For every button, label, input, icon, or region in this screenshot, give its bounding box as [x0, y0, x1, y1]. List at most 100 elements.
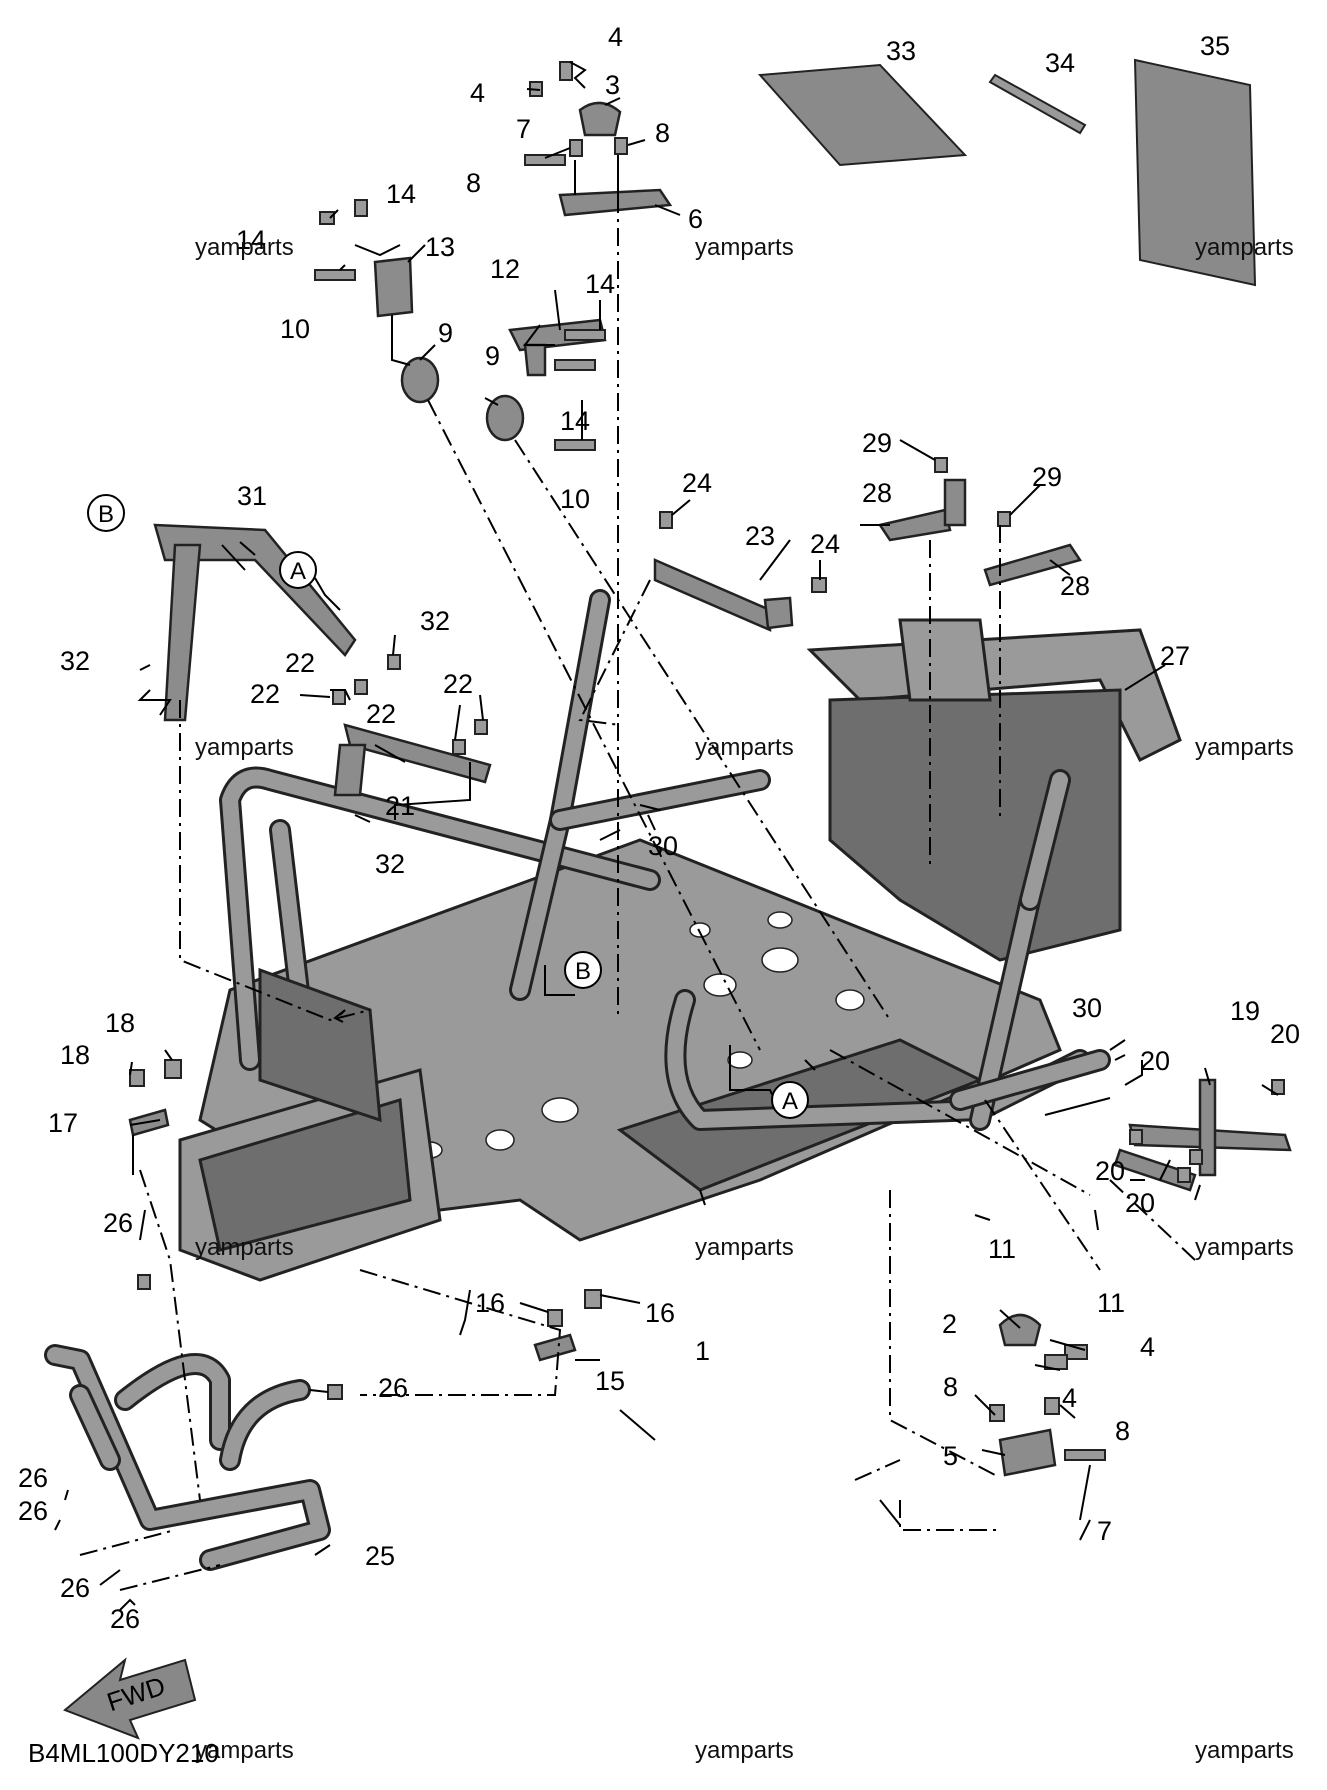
- callout-20: 20: [1125, 1188, 1155, 1218]
- ref-marker-a-frame-label: A: [782, 1088, 798, 1115]
- bracket-28-right: [983, 511, 1082, 587]
- watermark-text: yamparts: [695, 1737, 794, 1764]
- watermark-text: yamparts: [695, 234, 794, 261]
- callout-17: 17: [48, 1108, 78, 1138]
- front-bracket-31: [153, 523, 401, 722]
- callout-30: 30: [1072, 993, 1102, 1023]
- callout-22: 22: [443, 669, 473, 699]
- callout-27: 27: [1160, 641, 1190, 671]
- callout-22: 22: [250, 679, 280, 709]
- watermark-text: yamparts: [1195, 234, 1294, 261]
- bracket-15: [533, 1289, 602, 1362]
- callout-15: 15: [595, 1366, 625, 1396]
- callout-14: 14: [236, 225, 266, 255]
- callout-11: 11: [988, 1234, 1016, 1264]
- bracket-28-left: [877, 457, 967, 542]
- mount-bracket-13: [314, 199, 414, 318]
- watermark-text: yamparts: [695, 734, 794, 761]
- callout-5: 5: [943, 1441, 958, 1471]
- watermark-text: yamparts: [1195, 734, 1294, 761]
- callout-35: 35: [1200, 31, 1230, 61]
- callout-26: 26: [18, 1496, 48, 1526]
- watermark-text: yamparts: [195, 1234, 294, 1261]
- callout-14: 14: [585, 269, 615, 299]
- callout-9: 9: [485, 341, 500, 371]
- callout-14: 14: [386, 179, 416, 209]
- center-lines: [79, 195, 1196, 1591]
- callout-32: 32: [375, 849, 405, 879]
- ref-marker-a-label: A: [290, 558, 306, 585]
- front-guard-25: [44, 1274, 343, 1571]
- callout-7: 7: [516, 114, 531, 144]
- ref-marker-b-top: B: [87, 494, 125, 532]
- callout-24: 24: [682, 468, 712, 498]
- callout-8: 8: [943, 1372, 958, 1402]
- diagram-code: B4ML100DY210: [28, 1738, 219, 1768]
- callout-4: 4: [608, 22, 623, 52]
- rod-34: [988, 73, 1087, 135]
- watermark-text: yamparts: [195, 234, 294, 261]
- callout-20: 20: [1095, 1156, 1125, 1186]
- watermark-text: yamparts: [1195, 1234, 1294, 1261]
- callout-34: 34: [1045, 48, 1075, 78]
- callout-4: 4: [1062, 1383, 1077, 1413]
- callout-2: 2: [942, 1309, 957, 1339]
- ref-marker-b-label: B: [98, 501, 114, 528]
- damper-9-left: [400, 356, 440, 404]
- ref-marker-a-top: A: [279, 551, 317, 589]
- callout-30: 30: [648, 831, 678, 861]
- callout-24: 24: [810, 529, 840, 559]
- callout-20: 20: [1140, 1046, 1170, 1076]
- callout-29: 29: [1032, 462, 1062, 492]
- watermark-text: yamparts: [195, 1737, 294, 1764]
- callout-19: 19: [1230, 996, 1260, 1026]
- callout-26: 26: [18, 1463, 48, 1493]
- callout-29: 29: [862, 428, 892, 458]
- callout-3: 3: [605, 70, 620, 100]
- watermark-text: yamparts: [195, 734, 294, 761]
- callout-28: 28: [862, 478, 892, 508]
- main-frame: [178, 589, 1182, 1282]
- callout-28: 28: [1060, 571, 1090, 601]
- callout-22: 22: [366, 699, 396, 729]
- callout-26: 26: [110, 1604, 140, 1634]
- callout-8: 8: [466, 168, 481, 198]
- callout-32: 32: [60, 646, 90, 676]
- fwd-arrow: FWD: [63, 1657, 197, 1740]
- callout-10: 10: [280, 314, 310, 344]
- damper-9-right: [485, 394, 525, 442]
- callout-13: 13: [425, 232, 455, 262]
- callout-14: 14: [560, 406, 590, 436]
- callout-18: 18: [60, 1040, 90, 1070]
- callout-10: 10: [560, 484, 590, 514]
- callout-1: 1: [695, 1336, 710, 1366]
- callout-26: 26: [60, 1573, 90, 1603]
- engine-mount-rear-assembly: [524, 61, 673, 217]
- callout-25: 25: [365, 1541, 395, 1571]
- callout-23: 23: [745, 521, 775, 551]
- callout-31: 31: [237, 481, 267, 511]
- ref-marker-a-frame: A: [771, 1081, 809, 1119]
- callout-11: 11: [1097, 1288, 1125, 1318]
- bracket-19: [1113, 1078, 1292, 1192]
- engine-mount-front-assembly: [989, 1313, 1106, 1477]
- callout-33: 33: [886, 36, 916, 66]
- callout-4: 4: [1140, 1332, 1155, 1362]
- callout-labels: 4 4 3 7 8 8 6 14 14 13 10 9 12 14 9 14 1…: [18, 22, 1300, 1634]
- callout-8: 8: [1115, 1416, 1130, 1446]
- bracket-21: [332, 679, 492, 797]
- ref-marker-b-frame: B: [564, 951, 602, 989]
- callout-12: 12: [490, 254, 520, 284]
- mat-33: [757, 63, 968, 167]
- leader-lines: [54, 61, 1279, 1611]
- callout-4: 4: [470, 78, 485, 108]
- callout-21: 21: [385, 791, 415, 821]
- watermarks: yamparts yamparts yamparts yamparts yamp…: [195, 234, 1294, 1764]
- callout-20: 20: [1270, 1019, 1300, 1049]
- callout-6: 6: [688, 204, 703, 234]
- callout-22: 22: [285, 648, 315, 678]
- callout-16: 16: [475, 1288, 505, 1318]
- callout-32: 32: [420, 606, 450, 636]
- callout-8: 8: [655, 118, 670, 148]
